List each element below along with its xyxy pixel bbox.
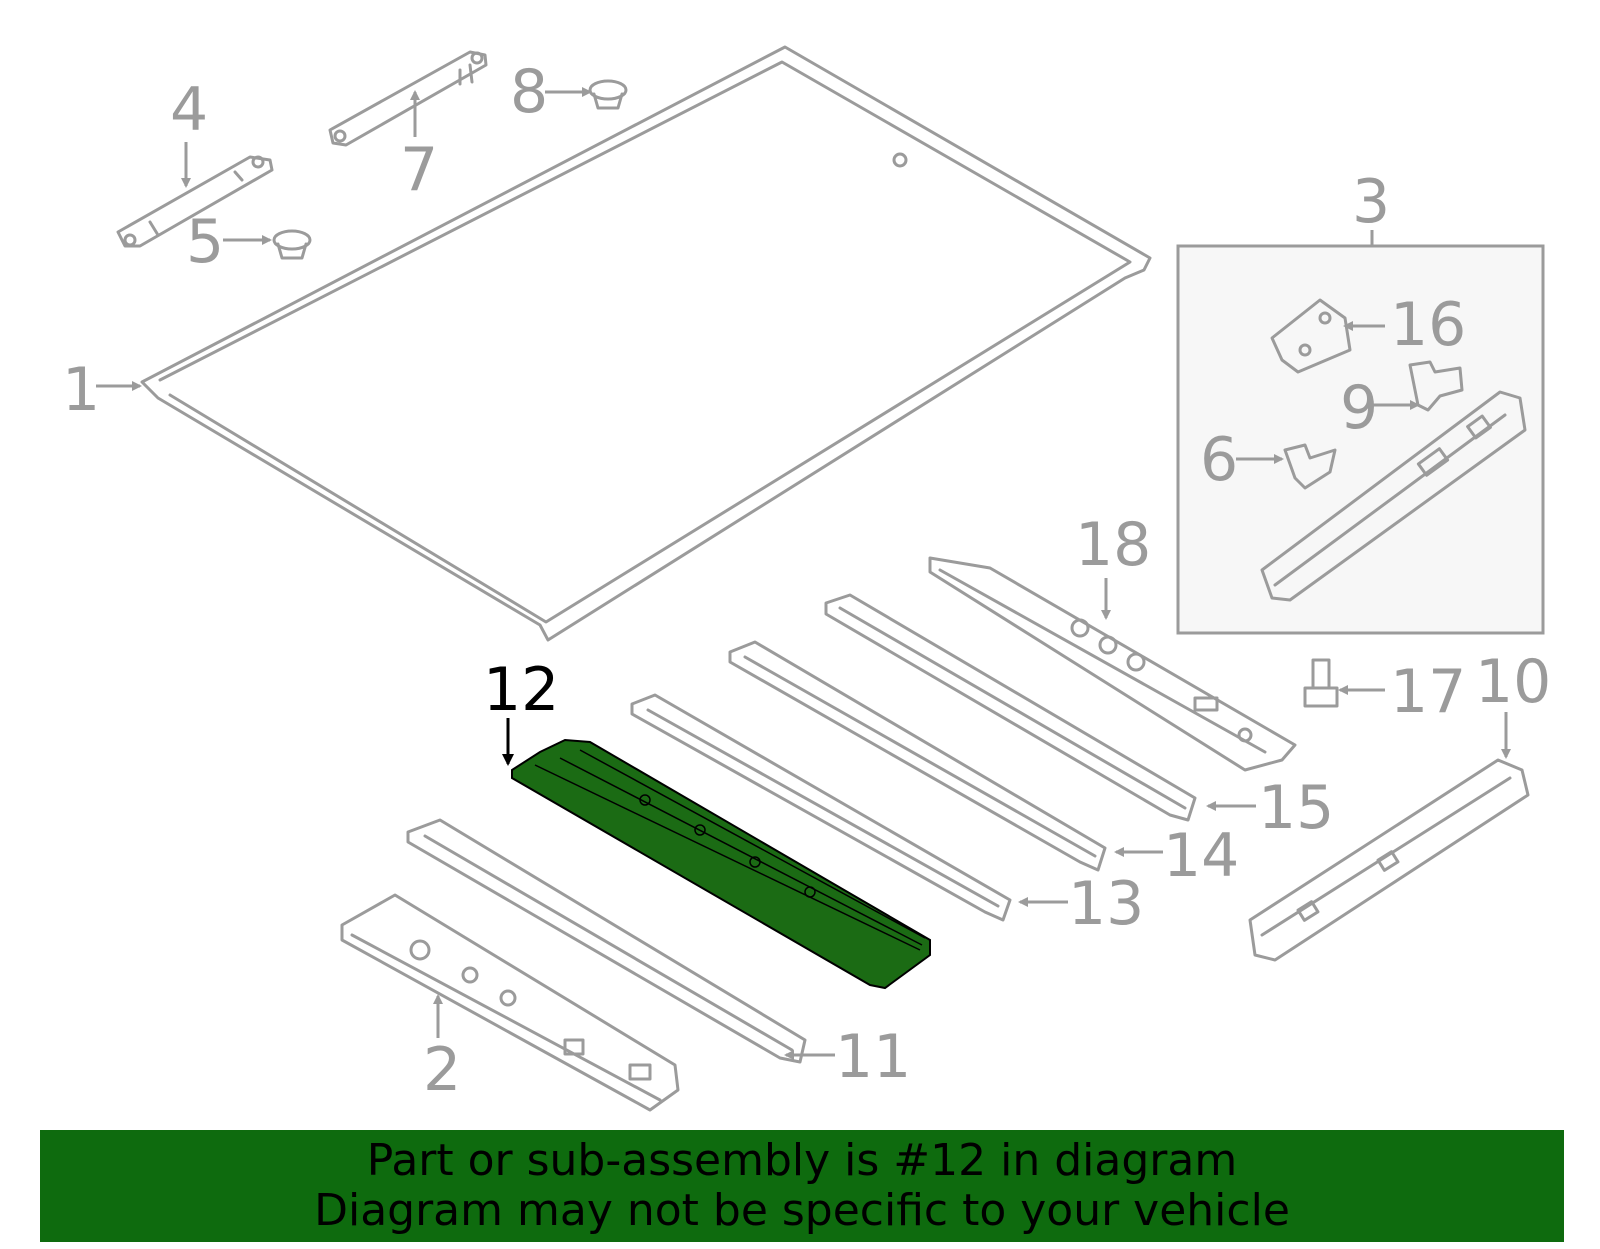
part-6-bracket	[1283, 443, 1337, 490]
label-5: 5	[186, 207, 224, 277]
part-16-bracket	[1270, 298, 1352, 374]
label-13: 13	[1068, 869, 1144, 939]
part-3-box	[1176, 244, 1545, 635]
label-16: 16	[1390, 290, 1466, 360]
label-15: 15	[1258, 773, 1334, 843]
label-10: 10	[1475, 647, 1551, 717]
label-6: 6	[1200, 425, 1238, 495]
part-18-rail	[928, 556, 1297, 772]
part-4-bracket	[116, 155, 274, 248]
info-banner: Part or sub-assembly is #12 in diagram D…	[40, 1130, 1564, 1242]
label-9: 9	[1340, 373, 1378, 443]
part-7-bracket	[328, 50, 488, 147]
label-8: 8	[510, 57, 548, 127]
part-17-bolt	[1303, 658, 1339, 708]
label-14: 14	[1163, 821, 1239, 891]
label-18: 18	[1075, 510, 1151, 580]
part-12-rail-highlighted[interactable]	[511, 738, 931, 990]
label-3: 3	[1352, 167, 1390, 237]
label-2: 2	[423, 1035, 461, 1105]
label-1: 1	[62, 355, 100, 425]
label-7: 7	[400, 135, 438, 205]
part-2-header-panel	[340, 893, 680, 1112]
part-5-grommet	[272, 229, 312, 260]
part-11-rail	[406, 818, 807, 1064]
label-17: 17	[1390, 657, 1466, 727]
part-9-bracket	[1408, 360, 1464, 412]
part-10-rail	[1248, 758, 1530, 962]
part-3-rail	[1260, 390, 1527, 602]
banner-line-1: Part or sub-assembly is #12 in diagram	[366, 1135, 1238, 1186]
part-8-grommet	[588, 79, 628, 110]
part-1-roof-panel	[140, 45, 1152, 642]
label-11: 11	[835, 1022, 911, 1092]
banner-line-2: Diagram may not be specific to your vehi…	[314, 1185, 1290, 1236]
part-13-rail	[630, 693, 1012, 922]
part-15-rail	[824, 593, 1197, 822]
part-14-rail	[728, 640, 1107, 872]
label-4: 4	[170, 75, 208, 145]
label-12: 12	[483, 655, 559, 725]
